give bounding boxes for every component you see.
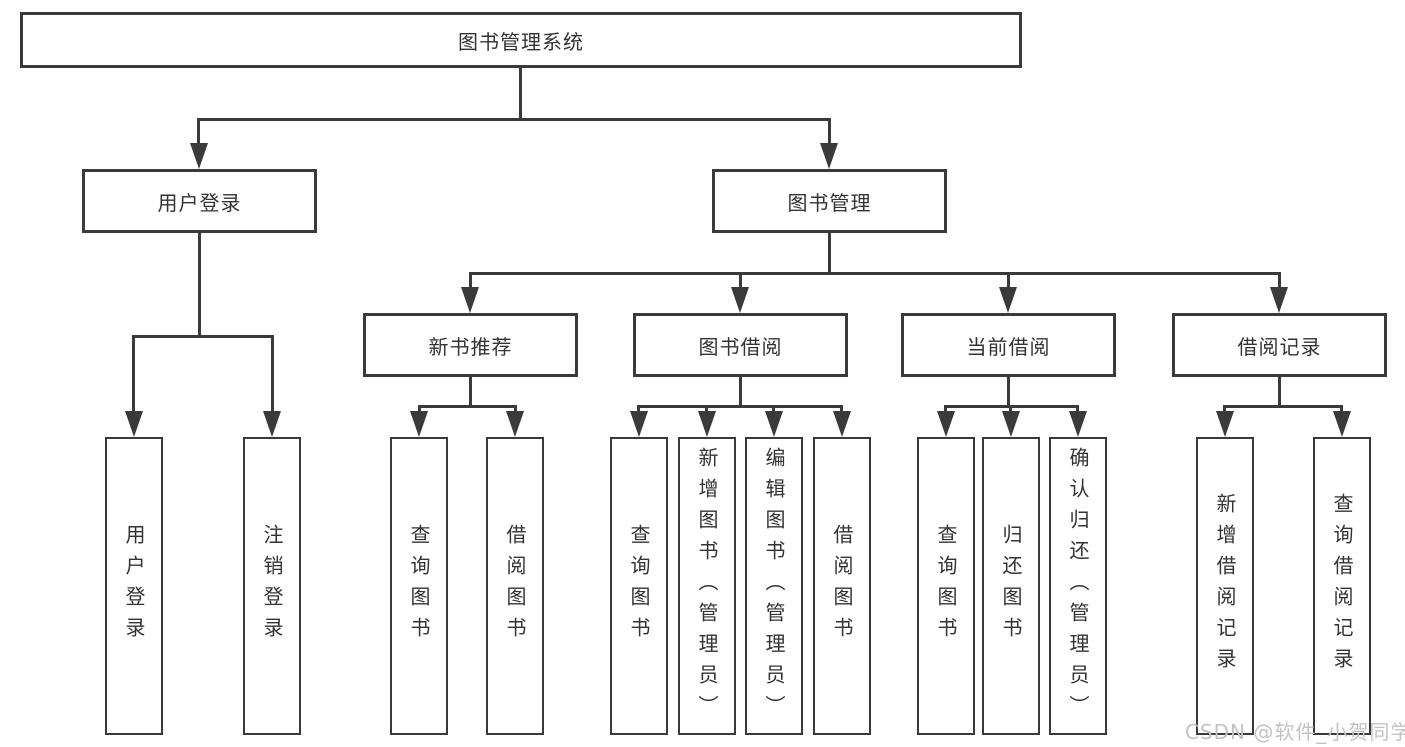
connector-line [197,118,831,121]
connector-line [271,335,274,411]
leaf-label: 确认归还（管理员） [1066,446,1090,726]
arrow-down-icon [1216,411,1234,437]
connector-line [418,405,517,408]
leaf-user-login: 用户登录 [105,437,163,735]
connector-line [132,335,135,411]
arrow-down-icon [506,411,524,437]
leaf-add-books-admin: 新增图书（管理员） [678,437,736,735]
node-current-borrowing: 当前借阅 [901,313,1116,377]
arrow-down-icon [461,287,479,313]
arrow-down-icon [999,287,1017,313]
arrow-down-icon [1270,287,1288,313]
leaf-label: 编辑图书（管理员） [762,446,786,726]
leaf-label: 查询图书 [407,524,431,648]
leaf-label: 查询图书 [934,524,958,648]
node-book-borrowing: 图书借阅 [633,313,848,377]
arrow-down-icon [820,143,838,169]
leaf-label: 用户登录 [122,524,146,648]
connector-line [469,272,472,288]
connector-line [1076,405,1079,413]
node-user-login: 用户登录 [82,169,317,233]
leaf-label: 归还图书 [999,524,1023,648]
leaf-label: 新增图书（管理员） [695,446,719,726]
leaf-logout: 注销登录 [243,437,301,735]
node-book-management: 图书管理 [712,169,947,233]
connector-line [198,233,201,336]
node-label: 新书推荐 [428,334,513,359]
connector-line [705,405,708,413]
leaf-borrow-books: 借阅图书 [813,437,871,735]
connector-line [132,335,274,338]
arrow-down-icon [1069,411,1087,437]
arrow-down-icon [410,411,428,437]
leaf-add-borrow-record: 新增借阅记录 [1196,437,1254,735]
leaf-query-books-borrow: 查询图书 [610,437,668,735]
connector-line [1007,377,1010,407]
leaf-label: 查询图书 [627,524,651,648]
leaf-edit-books-admin: 编辑图书（管理员） [745,437,803,735]
arrow-down-icon [765,411,783,437]
connector-line [469,377,472,407]
leaf-confirm-return-admin: 确认归还（管理员） [1049,437,1107,735]
connector-line [514,405,517,413]
connector-line [944,405,947,413]
connector-line [1223,405,1226,413]
arrow-down-icon [190,143,208,169]
node-label: 图书管理系统 [458,29,584,54]
connector-line [197,118,200,145]
connector-line [739,272,742,288]
connector-line [1278,377,1281,407]
connector-line [840,405,843,413]
connector-line [772,405,775,413]
connector-line [469,272,1281,275]
leaf-label: 查询借阅记录 [1330,493,1354,679]
connector-line [637,405,640,413]
connector-line [1007,272,1010,288]
arrow-down-icon [1333,411,1351,437]
leaf-borrow-books-recommend: 借阅图书 [486,437,544,735]
arrow-down-icon [731,287,749,313]
connector-line [1009,405,1012,413]
node-label: 借阅记录 [1237,334,1322,359]
arrow-down-icon [698,411,716,437]
leaf-label: 注销登录 [260,524,284,648]
arrow-down-icon [937,411,955,437]
connector-line [1223,405,1343,408]
arrow-down-icon [1002,411,1020,437]
leaf-label: 借阅图书 [503,524,527,648]
arrow-down-icon [833,411,851,437]
connector-line [637,405,843,408]
connector-line [519,68,522,120]
leaf-query-books-current: 查询图书 [917,437,975,735]
arrow-down-icon [630,411,648,437]
connector-line [739,377,742,407]
leaf-label: 新增借阅记录 [1213,493,1237,679]
arrow-down-icon [263,411,281,437]
node-label: 图书借阅 [698,334,783,359]
connector-line [1278,272,1281,288]
node-label: 用户登录 [157,190,242,215]
node-label: 图书管理 [787,190,872,215]
leaf-label: 借阅图书 [830,524,854,648]
arrow-down-icon [125,411,143,437]
leaf-return-books: 归还图书 [982,437,1040,735]
leaf-query-books-recommend: 查询图书 [390,437,448,735]
csdn-watermark: CSDN @软件_小贺同学 [1185,720,1405,744]
connector-line [828,233,831,274]
connector-line [828,118,831,145]
node-borrowing-records: 借阅记录 [1172,313,1387,377]
node-label: 当前借阅 [966,334,1051,359]
connector-line [418,405,421,413]
node-new-book-recommend: 新书推荐 [363,313,578,377]
leaf-query-borrow-record: 查询借阅记录 [1313,437,1371,735]
connector-line [1340,405,1343,413]
node-library-management-system: 图书管理系统 [20,12,1022,68]
